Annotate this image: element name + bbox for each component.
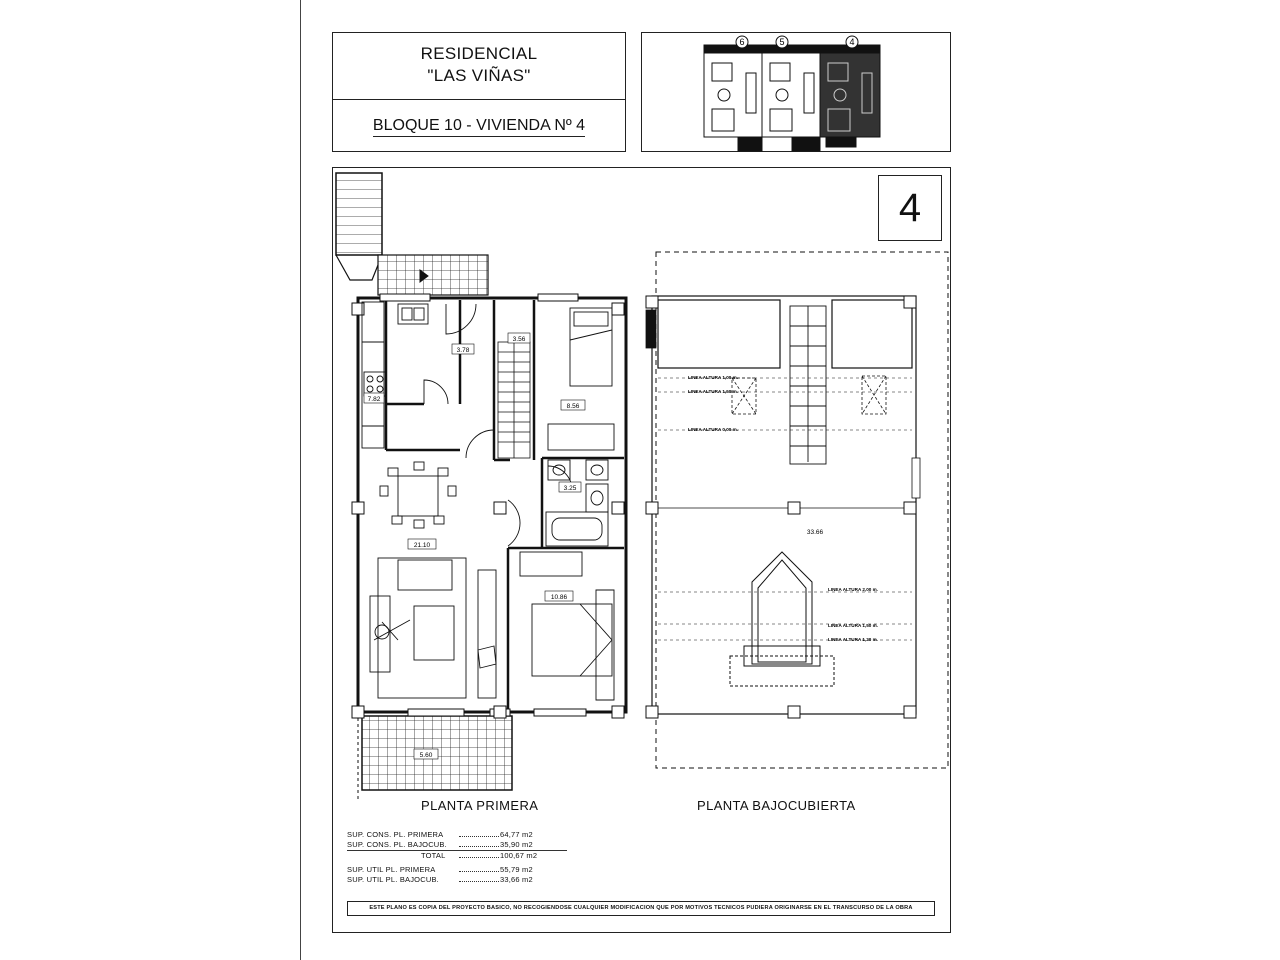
- area-label: SUP. UTIL PL. PRIMERA: [347, 865, 436, 874]
- room-area-terrace: 5.60: [420, 752, 433, 759]
- key-unit-5-label: 5: [779, 37, 784, 47]
- area-label: TOTAL: [421, 851, 446, 860]
- key-unit-5-marker: [775, 35, 789, 49]
- loft-area-value: 33.66: [807, 529, 824, 536]
- area-row: SUP. UTIL PL. PRIMERA 55,79 m2: [347, 865, 567, 875]
- height-line-label-3: LINEA ALTURA 0,00 m.: [688, 427, 738, 432]
- unit-number-box: 4: [878, 175, 942, 241]
- height-line-label-1: LINEA ALTURA 1,00 m.: [688, 375, 738, 380]
- room-labels-first: 7.82 3.78 3.56 8.56 3.25 21.10 10.86 5.6…: [363, 332, 586, 760]
- area-value: 64,77 m2: [500, 830, 533, 839]
- dot-leader: [459, 871, 499, 872]
- dot-leader: [459, 857, 499, 858]
- area-value: 35,90 m2: [500, 840, 533, 849]
- areas-table: SUP. CONS. PL. PRIMERA 64,77 m2 SUP. CON…: [347, 830, 567, 885]
- height-line-label-6: LINEA ALTURA 1,20 m.: [828, 637, 878, 642]
- block-unit-label: BLOQUE 10 - VIVIENDA Nº 4: [333, 117, 625, 137]
- room-area-bedroom2: 10.86: [551, 594, 568, 601]
- key-unit-4-marker: [845, 35, 859, 49]
- project-name-line1: RESIDENCIAL: [420, 44, 538, 63]
- area-value: 100,67 m2: [500, 851, 538, 860]
- room-area-bath: 3.25: [564, 485, 577, 492]
- area-row-total: TOTAL 100,67 m2: [347, 850, 567, 861]
- height-line-label-4: LINEA ALTURA 2,00 m.: [828, 587, 878, 592]
- disclaimer-notice: ESTE PLANO ES COPIA DEL PROYECTO BASICO,…: [347, 901, 935, 916]
- loft-floor-title: PLANTA BAJOCUBIERTA: [697, 798, 856, 813]
- first-floor-plan: [335, 172, 628, 800]
- page-margin-line: [300, 0, 301, 960]
- loft-plan: [645, 251, 949, 769]
- loft-height-labels: LINEA ALTURA 1,00 m. LINEA ALTURA 1,50 m…: [688, 375, 878, 642]
- room-area-living: 21.10: [414, 542, 431, 549]
- area-value: 33,66 m2: [500, 875, 533, 884]
- dot-leader: [459, 846, 499, 847]
- first-floor-title: PLANTA PRIMERA: [421, 798, 539, 813]
- title-divider: [333, 99, 625, 100]
- key-unit-6-marker: [735, 35, 749, 49]
- area-row: SUP. UTIL PL. BAJOCUB. 33,66 m2: [347, 875, 567, 885]
- room-area-kitchen: 7.82: [368, 396, 381, 403]
- key-unit-6-label: 6: [739, 37, 744, 47]
- height-line-label-2: LINEA ALTURA 1,50 m.: [688, 389, 738, 394]
- loft-area-label: 33.66: [807, 529, 824, 536]
- key-plan-drawing: 6 5 4: [703, 35, 881, 152]
- room-area-bedroom1: 8.56: [567, 403, 580, 410]
- area-value: 55,79 m2: [500, 865, 533, 874]
- block-unit-text: BLOQUE 10 - VIVIENDA Nº 4: [372, 117, 586, 137]
- area-label: SUP. UTIL PL. BAJOCUB.: [347, 875, 439, 884]
- room-area-hall: 3.78: [457, 347, 470, 354]
- project-name: RESIDENCIAL "LAS VIÑAS": [333, 43, 625, 87]
- height-line-label-5: LINEA ALTURA 1,50 m.: [828, 623, 878, 628]
- project-name-line2: "LAS VIÑAS": [427, 66, 531, 85]
- title-block: RESIDENCIAL "LAS VIÑAS" BLOQUE 10 - VIVI…: [332, 32, 626, 152]
- area-label: SUP. CONS. PL. PRIMERA: [347, 830, 444, 839]
- drawing-sheet: [332, 167, 951, 933]
- key-unit-4-label: 4: [849, 37, 854, 47]
- area-label: SUP. CONS. PL. BAJOCUB.: [347, 840, 447, 849]
- room-area-stair: 3.56: [513, 336, 526, 343]
- area-row: SUP. CONS. PL. PRIMERA 64,77 m2: [347, 830, 567, 840]
- key-plan-box: 6 5 4: [641, 32, 951, 152]
- dot-leader: [459, 881, 499, 882]
- area-row: SUP. CONS. PL. BAJOCUB. 35,90 m2: [347, 840, 567, 850]
- dot-leader: [459, 836, 499, 837]
